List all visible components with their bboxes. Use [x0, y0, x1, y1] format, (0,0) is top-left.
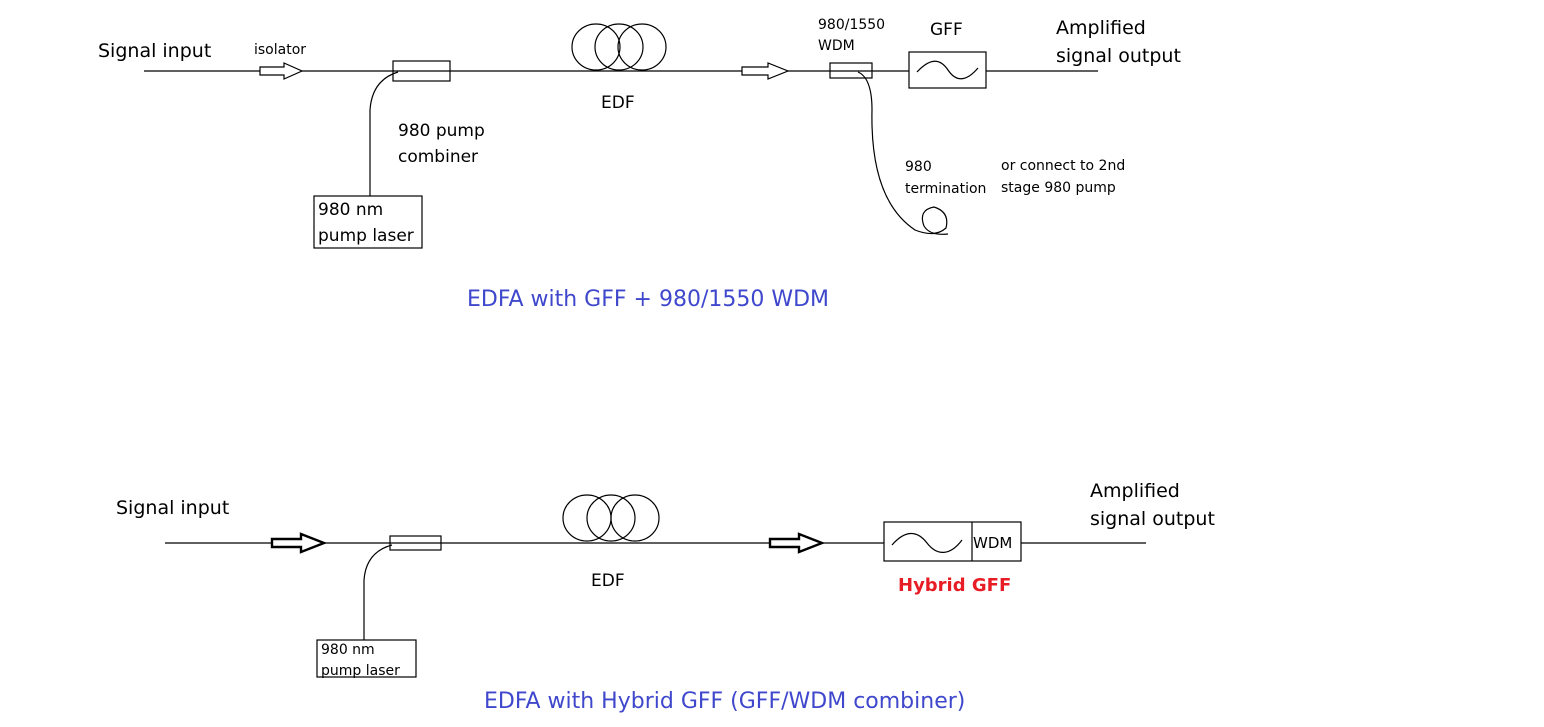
bottom-hybrid-gff-label: Hybrid GFF: [898, 575, 1011, 596]
top-isolator-label: isolator: [254, 42, 306, 58]
bottom-pump-fiber: [363, 544, 393, 640]
bottom-output-label-1: Amplified: [1090, 480, 1180, 502]
top-gff-label: GFF: [930, 20, 963, 40]
top-pump-combiner-label-1: 980 pump: [398, 121, 485, 141]
top-isolator-arrow: [259, 62, 304, 80]
top-gff-curve: [916, 60, 979, 80]
top-edf-coil: [571, 23, 667, 71]
top-pump-laser-label-2: pump laser: [318, 226, 414, 246]
bottom-isolator-arrow-2: [768, 532, 826, 554]
top-termination-label-2: termination: [905, 181, 986, 197]
bottom-isolator-arrow: [270, 532, 328, 554]
top-edf-label: EDF: [601, 93, 635, 113]
bottom-edf-coil: [562, 494, 660, 542]
bottom-signal-input-label: Signal input: [116, 497, 229, 519]
bottom-edf-label: EDF: [591, 571, 625, 591]
top-termination-label-1: 980: [905, 159, 932, 175]
bottom-gff-curve: [891, 532, 963, 553]
top-second-stage-label-1: or connect to 2nd: [1001, 158, 1125, 174]
top-wdm-label-1: 980/1550: [818, 17, 885, 33]
bottom-output-label-2: signal output: [1090, 508, 1215, 530]
bottom-hybrid-gff-box: [883, 521, 1022, 562]
top-signal-input-label: Signal input: [98, 40, 211, 62]
top-caption: EDFA with GFF + 980/1550 WDM: [467, 287, 829, 312]
top-pump-laser-box: [313, 195, 423, 249]
bottom-pump-laser-label-2: pump laser: [321, 663, 400, 679]
top-pump-combiner-label-2: combiner: [398, 147, 478, 167]
top-wdm-label-2: WDM: [818, 38, 855, 54]
bottom-pump-laser-box: [316, 639, 417, 678]
top-output-label-2: signal output: [1056, 45, 1181, 67]
top-output-label-1: Amplified: [1056, 17, 1146, 39]
top-pump-laser-label-1: 980 nm: [318, 200, 383, 220]
top-termination-fiber: [857, 71, 949, 235]
bottom-pump-laser-label-1: 980 nm: [321, 642, 375, 658]
top-second-stage-label-2: stage 980 pump: [1001, 180, 1116, 196]
top-isolator-arrow-2: [741, 62, 790, 80]
bottom-caption: EDFA with Hybrid GFF (GFF/WDM combiner): [484, 689, 965, 714]
bottom-wdm-label: WDM: [973, 534, 1012, 552]
top-pump-fiber: [369, 71, 399, 196]
